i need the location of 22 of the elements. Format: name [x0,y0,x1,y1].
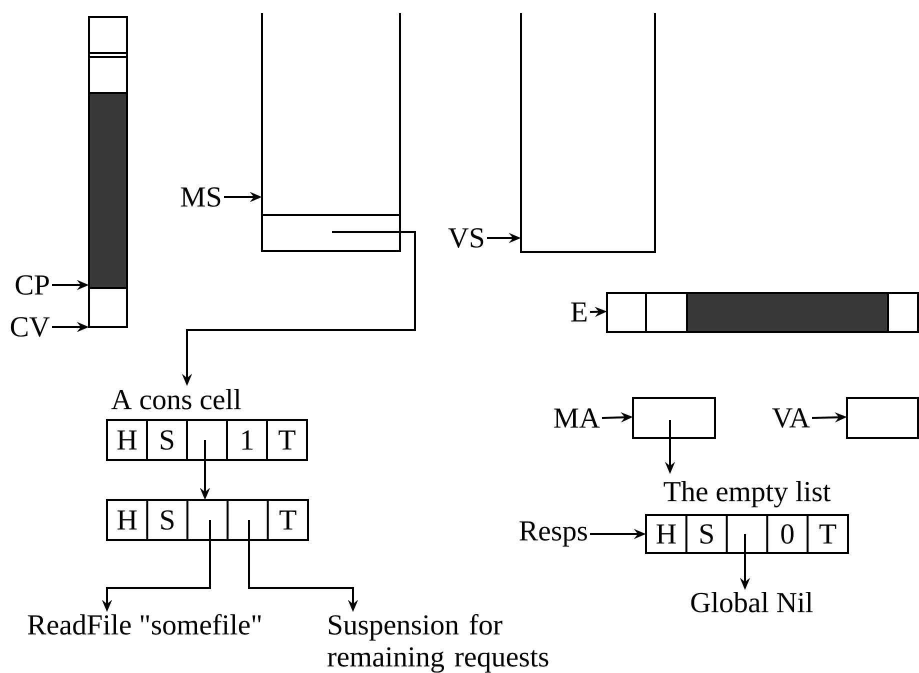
pointer-label: VS [448,228,484,248]
node-label: The empty list [664,481,831,508]
pointer-label: E [571,302,587,322]
pointer-label: CV [10,317,50,337]
array-bar [606,292,919,333]
record-box: The empty list H S 0 T [645,481,849,554]
pointer-label: MA [554,408,600,428]
target-label: Suspension for remaining requests [328,614,548,673]
pointer-label: MS [180,187,220,207]
target-label: ReadFile "somefile" [28,614,261,635]
pointer-box [632,397,716,439]
stack-outline [261,13,401,252]
pointer-label: VA [772,408,810,428]
pointer-box [846,397,919,439]
pointer-label: Resps [520,521,587,547]
record-box: H S T [106,499,309,541]
stack-outline [520,13,656,253]
memory-column [88,16,128,328]
target-label: Global Nil [691,592,813,612]
record-box: A cons cell H S 1 T [106,389,308,461]
node-label: A cons cell [111,389,241,410]
pointer-label: CP [16,275,49,295]
